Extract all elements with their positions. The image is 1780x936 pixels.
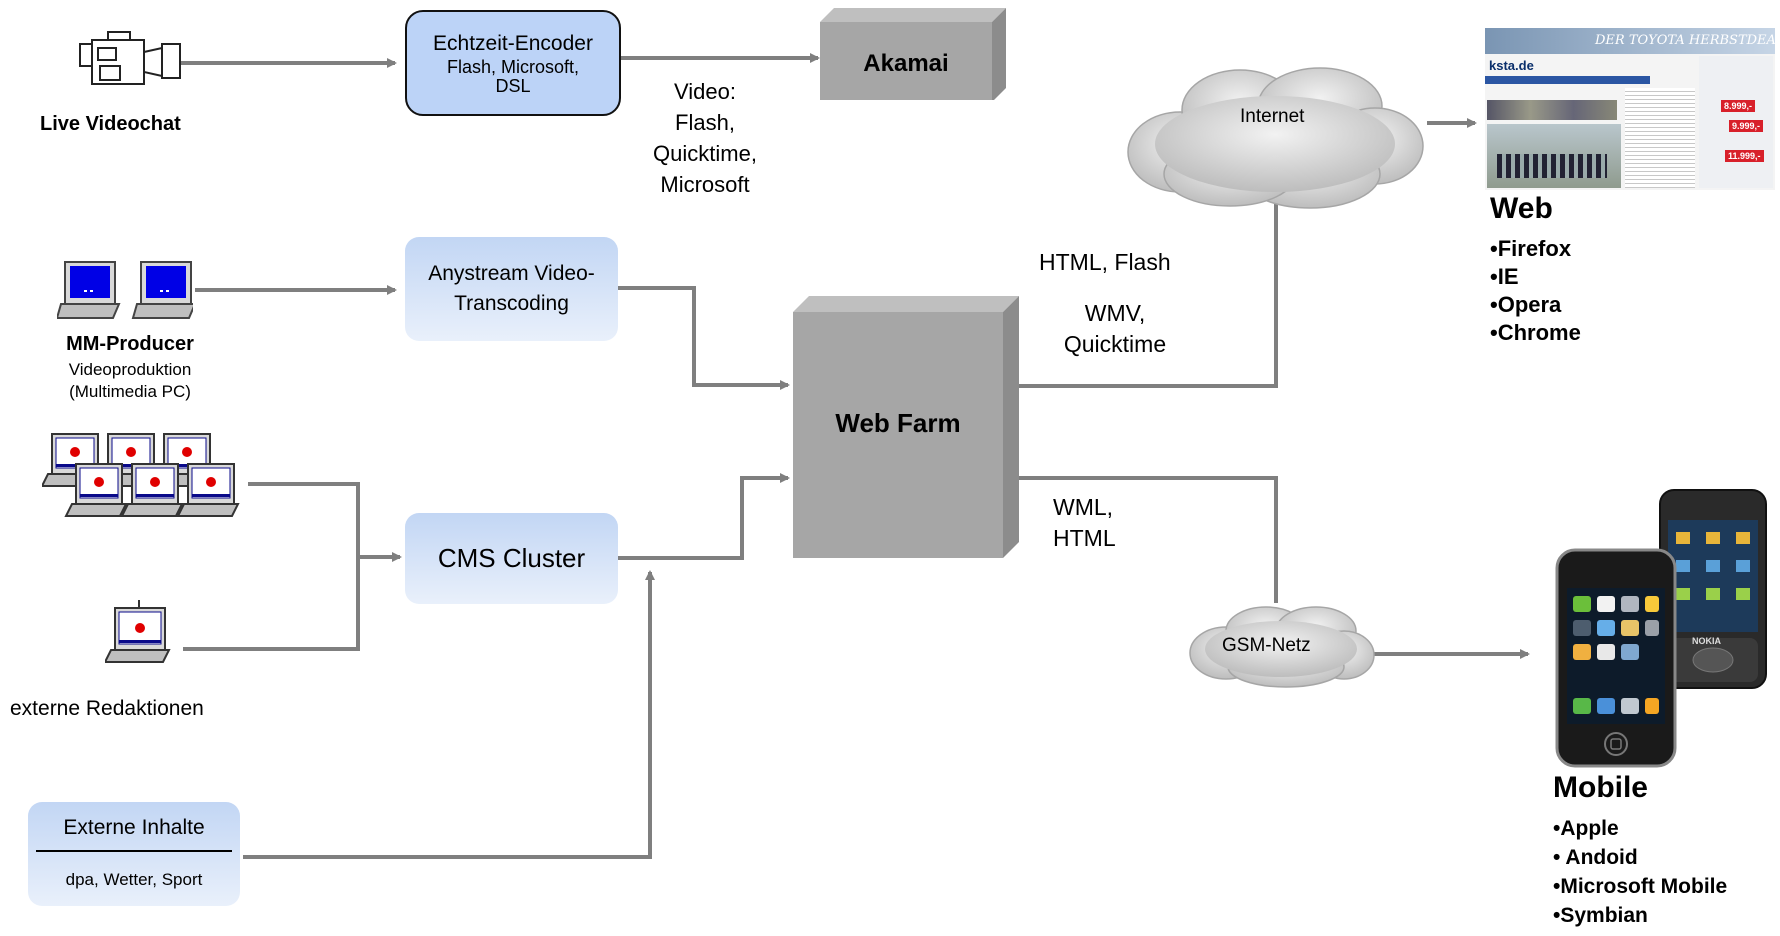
cms-cluster-box: CMS Cluster <box>405 513 618 604</box>
live-videochat-label: Live Videochat <box>40 113 181 135</box>
mm-producer-sub1: Videoproduktion <box>68 360 192 379</box>
video-formats-line1: Video: <box>674 79 736 104</box>
site-text-column <box>1625 88 1695 188</box>
toyota-banner: DER TOYOTA HERBSTDEAL <box>1485 28 1775 54</box>
externe-inhalte-box: Externe Inhalte dpa, Wetter, Sport <box>28 802 240 906</box>
anystream-box: Anystream Video- Transcoding <box>405 237 618 341</box>
mobile-item-symbian: •Symbian <box>1553 904 1648 927</box>
price-1: 8.999,- <box>1721 100 1756 112</box>
wml-html-label: WML, HTML <box>1053 492 1116 554</box>
site-ad-column: 8.999,- 9.999,- 11.999,- <box>1699 56 1773 188</box>
wmv-line2: Quicktime <box>1063 331 1167 357</box>
external-editor-pc-icon <box>103 600 175 671</box>
line-webfarm-gsm <box>1012 476 1278 603</box>
price-3: 11.999,- <box>1725 150 1764 162</box>
mm-producer-sub2: (Multimedia PC) <box>69 382 191 401</box>
site-logo: ksta.de <box>1489 58 1534 73</box>
web-item-chrome: •Chrome <box>1490 320 1581 345</box>
mobile-title: Mobile <box>1553 771 1648 804</box>
nokia-phone-icon: NOKIA <box>1658 488 1770 697</box>
video-formats-label: Video: Flash, Quicktime, Microsoft <box>630 76 780 200</box>
mobile-item-android: • Andoid <box>1553 846 1638 869</box>
web-page-thumbnail: DER TOYOTA HERBSTDEAL ksta.de 8.999,- 9.… <box>1485 28 1775 190</box>
web-title: Web <box>1490 192 1553 225</box>
web-item-ie: •IE <box>1490 264 1519 289</box>
externe-inhalte-title: Externe Inhalte <box>63 816 205 839</box>
webfarm-box: Web Farm <box>793 296 1021 565</box>
site-main-photo <box>1487 124 1621 188</box>
editor-pcs-icon <box>40 430 252 535</box>
wmv-quicktime-label: WMV, Quicktime <box>1045 298 1185 360</box>
web-item-firefox: •Firefox <box>1490 236 1572 261</box>
video-formats-line3: Quicktime, <box>653 141 757 166</box>
externe-inhalte-divider <box>36 850 232 852</box>
wmv-line1: WMV, <box>1084 300 1146 326</box>
cms-cluster-label: CMS Cluster <box>437 543 586 573</box>
site-nav-bar <box>1485 76 1650 84</box>
echtzeit-line2: Flash, Microsoft, <box>446 57 580 77</box>
arrow-editors-cms <box>248 482 402 562</box>
line-webfarm-internet <box>1007 203 1278 388</box>
line-external-cms <box>183 557 360 651</box>
echtzeit-encoder-box: Echtzeit-Encoder Flash, Microsoft, DSL <box>405 10 621 116</box>
arrow-external-cms <box>243 570 655 859</box>
video-camera-icon <box>78 30 184 99</box>
mobile-item-microsoft: •Microsoft Mobile <box>1553 875 1728 898</box>
mm-producer-label: MM-Producer <box>66 333 194 355</box>
video-formats-line2: Flash, <box>675 110 735 135</box>
externe-inhalte-sub: dpa, Wetter, Sport <box>65 870 203 889</box>
mobile-platform-list: •Apple • Andoid •Microsoft Mobile •Symbi… <box>1553 814 1727 930</box>
akamai-box: Akamai <box>820 8 1010 105</box>
internet-label: Internet <box>1240 106 1305 127</box>
web-item-opera: •Opera <box>1490 292 1562 317</box>
echtzeit-line3: DSL <box>495 76 531 96</box>
arrow-cms-webfarm <box>615 473 790 560</box>
gsm-label: GSM-Netz <box>1222 635 1311 656</box>
wml-line1: WML, <box>1053 494 1114 520</box>
akamai-label: Akamai <box>863 50 949 77</box>
price-2: 9.999,- <box>1729 120 1764 132</box>
anystream-line2: Transcoding <box>454 292 569 315</box>
video-formats-line4: Microsoft <box>660 172 750 197</box>
iphone-icon <box>1555 548 1677 773</box>
internet-cloud: Internet <box>1120 62 1430 217</box>
anystream-line1: Anystream Video- <box>428 262 595 285</box>
echtzeit-title: Echtzeit-Encoder <box>433 32 593 55</box>
arrow-anystream-webfarm <box>615 286 790 390</box>
banner-text: DER TOYOTA HERBSTDEAL <box>1595 33 1775 48</box>
nokia-brand-label: NOKIA <box>1692 636 1721 646</box>
html-flash-label: HTML, Flash <box>1039 249 1171 275</box>
mobile-item-apple: •Apple <box>1553 817 1619 840</box>
webfarm-label: Web Farm <box>835 408 961 438</box>
externe-redaktionen-label: externe Redaktionen <box>10 697 204 720</box>
producer-pc-icon <box>55 260 197 327</box>
web-browser-list: •Firefox •IE •Opera •Chrome <box>1490 235 1581 347</box>
site-image-strip <box>1487 100 1617 120</box>
wml-line2: HTML <box>1053 525 1116 551</box>
gsm-cloud: GSM-Netz <box>1186 603 1376 694</box>
